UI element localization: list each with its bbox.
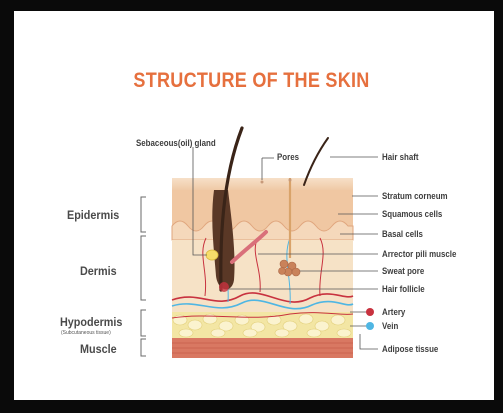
label-artery: Artery xyxy=(382,307,405,317)
label-vein: Vein xyxy=(382,321,398,331)
artery-marker xyxy=(366,308,374,316)
vein-marker xyxy=(366,322,374,330)
label-hair-shaft: Hair shaft xyxy=(382,152,419,162)
skin-top-surface xyxy=(172,178,353,190)
layer-label-hypodermis-note: (Subcutaneous tissue) xyxy=(61,330,111,336)
label-squamous-cells: Squamous cells xyxy=(382,209,442,219)
epidermis-layer xyxy=(172,190,353,236)
label-pores: Pores xyxy=(277,152,299,162)
label-basal-cells: Basal cells xyxy=(382,229,423,239)
label-hair-follicle: Hair follicle xyxy=(382,284,425,294)
layer-label-muscle: Muscle xyxy=(80,342,117,356)
sebaceous-gland-shape xyxy=(206,250,218,260)
layer-label-hypodermis: Hypodermis xyxy=(60,315,122,329)
label-arrector-pili-muscle: Arrector pili muscle xyxy=(382,249,456,259)
layer-label-epidermis: Epidermis xyxy=(67,208,119,222)
label-sebaceous-gland: Sebaceous(oil) gland xyxy=(136,138,216,148)
layer-label-dermis: Dermis xyxy=(80,264,117,278)
hair-bulb xyxy=(219,282,229,292)
label-sweat-pore: Sweat pore xyxy=(382,266,424,276)
label-adipose-tissue: Adipose tissue xyxy=(382,344,438,354)
label-stratum-corneum: Stratum corneum xyxy=(382,191,448,201)
